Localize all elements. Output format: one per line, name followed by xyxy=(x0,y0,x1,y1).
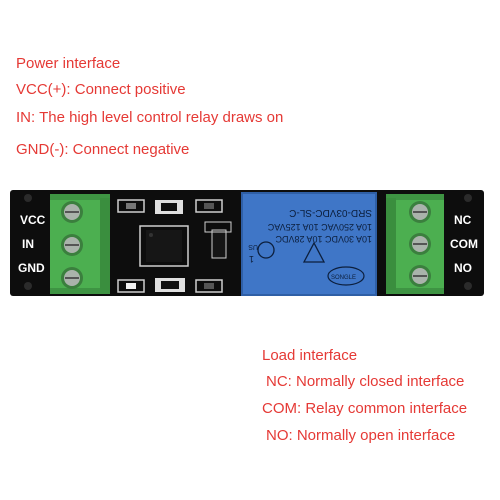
relay: SRD-03VDC-SL-C 10A 250VAC 10A 125VAC 10A… xyxy=(241,192,377,296)
mounting-hole xyxy=(464,282,472,290)
load-interface-heading: Load interface xyxy=(262,347,358,364)
power-in-description: IN: The high level control relay draws o… xyxy=(16,109,284,126)
relay-us-mark: US xyxy=(248,243,258,250)
pin-label-nc: NC xyxy=(454,213,472,227)
relay-pin-mark: 1 xyxy=(249,254,254,264)
relay-rating-ac: 10A 250VAC 10A 125VAC xyxy=(267,222,372,232)
load-no-description: NO: Normally open interface xyxy=(266,427,456,444)
pin-label-com: COM xyxy=(450,237,478,251)
songle-logo xyxy=(327,266,365,286)
load-com-description: COM: Relay common interface xyxy=(262,400,468,417)
pin-label-vcc: VCC xyxy=(20,213,46,227)
mounting-hole xyxy=(464,194,472,202)
pin-label-gnd: GND xyxy=(18,261,45,275)
ul-logo xyxy=(257,241,275,259)
relay-model: SRD-03VDC-SL-C xyxy=(289,207,372,218)
left-terminal-block xyxy=(50,194,110,294)
relay-rating-dc: 10A 30VDC 10A 28VDC xyxy=(275,234,372,244)
relay-logo-text: SONGLE xyxy=(331,275,356,281)
pin-label-in: IN xyxy=(22,237,34,251)
load-nc-description: NC: Normally closed interface xyxy=(266,373,465,390)
right-terminal-block xyxy=(386,194,444,294)
small-components xyxy=(117,199,232,293)
triangle-logo xyxy=(302,241,326,263)
power-vcc-description: VCC(+): Connect positive xyxy=(16,81,186,98)
power-interface-heading: Power interface xyxy=(16,55,121,72)
power-gnd-description: GND(-): Connect negative xyxy=(16,141,190,158)
mounting-hole xyxy=(24,282,32,290)
pin-label-no: NO xyxy=(454,261,472,275)
mounting-hole xyxy=(24,194,32,202)
